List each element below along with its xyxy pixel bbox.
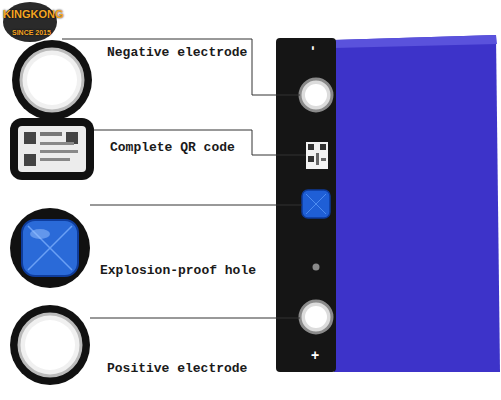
qr-mark (40, 158, 70, 161)
vent-shine (30, 229, 50, 239)
qr-mark (40, 150, 78, 153)
zoom-frame (10, 118, 94, 180)
qr-mark (24, 132, 36, 144)
cell-top-edge (334, 35, 497, 48)
zoom-qr (18, 126, 86, 172)
logo-emblem (3, 2, 57, 42)
part-name: Complete QR code (110, 141, 235, 154)
zoom-terminal (21, 49, 83, 111)
terminal-face (305, 306, 327, 328)
leader-line (90, 205, 302, 206)
polarity-mark: - (307, 46, 321, 51)
vent-score (28, 226, 72, 270)
leader-line (94, 130, 306, 155)
positive-terminal (300, 301, 332, 333)
leader-line (62, 39, 300, 95)
part-name: Negative electrode (107, 46, 247, 59)
vent-score (306, 194, 326, 214)
safety-vent (302, 190, 330, 218)
zoom-circle (10, 208, 90, 288)
part-name: Positive electrode (107, 362, 247, 375)
zoom-terminal-face (25, 320, 75, 370)
zoom-terminal (19, 314, 81, 376)
zoom-circle (12, 40, 92, 120)
logo-subtitle: SINCE 2015 (12, 29, 51, 36)
qr-mark (24, 154, 36, 166)
cell-side (334, 35, 500, 372)
qr-mark (308, 144, 314, 150)
qr-mark (320, 144, 326, 150)
zoom-vent (22, 220, 78, 276)
qr-mark (316, 153, 319, 165)
qr-mark (321, 158, 326, 161)
zoom-terminal-face (27, 55, 77, 105)
zoom-circle (10, 305, 90, 385)
qr-code (306, 142, 328, 169)
terminal-face (305, 84, 327, 106)
part-name: Explosion-proof hole (100, 264, 256, 277)
leader-line (90, 318, 300, 319)
qr-mark (40, 132, 62, 136)
polarity-mark: + (311, 348, 319, 362)
qr-mark (40, 142, 74, 145)
qr-mark (308, 156, 314, 162)
negative-terminal (300, 79, 332, 111)
logo-text: KINGKONG (3, 9, 64, 20)
fill-port (313, 264, 320, 271)
